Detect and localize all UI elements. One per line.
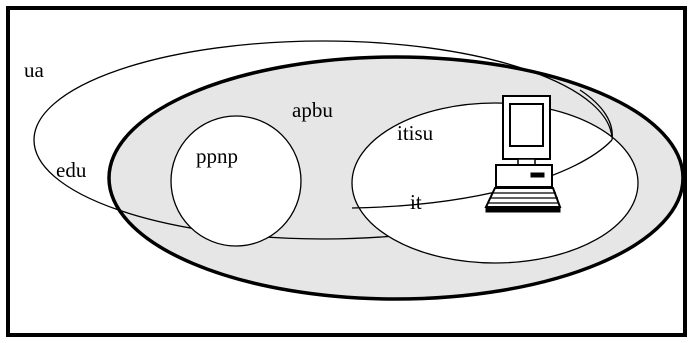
label-ppnp: ppnp <box>196 144 238 168</box>
label-apbu: apbu <box>292 98 333 122</box>
label-edu: edu <box>56 158 87 182</box>
label-it: it <box>410 190 422 214</box>
label-itisu: itisu <box>397 121 434 145</box>
label-ua: ua <box>24 58 45 82</box>
ppnp-circle <box>170 115 302 247</box>
ua-ellipse-crossing-top <box>579 89 613 141</box>
computer-icon <box>484 95 562 213</box>
